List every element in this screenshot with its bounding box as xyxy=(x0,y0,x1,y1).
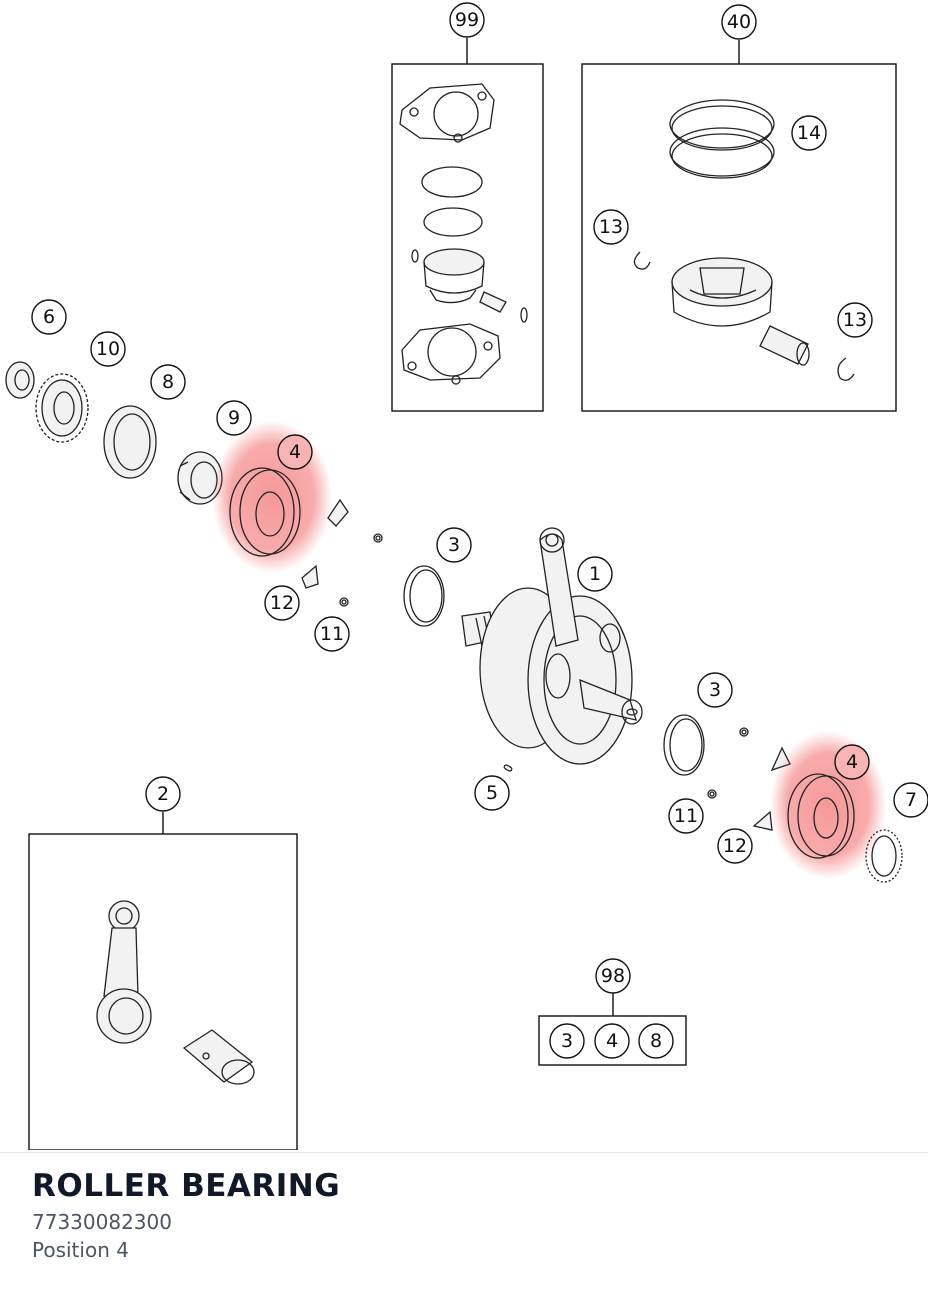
svg-text:1: 1 xyxy=(589,563,601,585)
part-position: Position 4 xyxy=(32,1238,129,1262)
svg-text:11: 11 xyxy=(674,805,698,827)
circlip-right xyxy=(837,357,855,381)
part-title: ROLLER BEARING xyxy=(32,1168,341,1204)
callout-8[interactable]: 8 xyxy=(150,364,186,400)
small-piston-pin xyxy=(479,291,507,313)
svg-text:7: 7 xyxy=(905,789,917,811)
callout-12-right[interactable]: 12 xyxy=(717,828,753,864)
connecting-rod xyxy=(96,900,152,1044)
callout-3-left[interactable]: 3 xyxy=(436,527,472,563)
collar-6 xyxy=(5,361,35,399)
callout-4-right[interactable]: 4 xyxy=(834,744,870,780)
crankshaft-1[interactable] xyxy=(461,527,643,765)
part-info-panel: ROLLER BEARING 77330082300 Position 4 xyxy=(32,1166,892,1264)
callout-11-left[interactable]: 11 xyxy=(314,616,350,652)
kit-98-group xyxy=(538,993,687,1066)
kit-99-box xyxy=(391,63,544,412)
screw-upper-left xyxy=(373,533,383,543)
callout-12-left[interactable]: 12 xyxy=(264,585,300,621)
svg-text:5: 5 xyxy=(486,782,498,804)
callout-40[interactable]: 40 xyxy=(721,4,757,40)
kit-98-item-3[interactable]: 3 xyxy=(549,1023,585,1059)
small-piston xyxy=(423,248,485,304)
head-gasket xyxy=(399,83,495,143)
thrust-washer-3-right xyxy=(663,714,705,776)
svg-text:3: 3 xyxy=(709,679,721,701)
needle-bearing-7 xyxy=(865,829,903,883)
svg-text:14: 14 xyxy=(797,122,821,144)
large-piston xyxy=(671,257,773,327)
kit-40-box xyxy=(581,63,897,412)
svg-text:4: 4 xyxy=(846,751,858,773)
svg-text:2: 2 xyxy=(157,783,169,805)
callout-2[interactable]: 2 xyxy=(145,776,181,812)
svg-text:13: 13 xyxy=(843,309,867,331)
callout-99[interactable]: 99 xyxy=(449,2,485,38)
conrod-2-box xyxy=(28,833,298,1150)
roller-bearing-4-right[interactable] xyxy=(787,773,855,859)
callout-9[interactable]: 9 xyxy=(216,400,252,436)
svg-text:10: 10 xyxy=(96,338,120,360)
callout-7[interactable]: 7 xyxy=(893,782,928,818)
svg-text:99: 99 xyxy=(455,9,479,31)
piston-ring-upper xyxy=(421,166,483,198)
kit-98-item-4[interactable]: 4 xyxy=(594,1023,630,1059)
circlip-left xyxy=(633,251,651,270)
crank-key-5 xyxy=(503,764,513,772)
shim-lower-right xyxy=(752,810,773,831)
callout-13-right[interactable]: 13 xyxy=(837,302,873,338)
screw-lower-left xyxy=(339,597,349,607)
seal-8 xyxy=(103,405,157,479)
svg-text:8: 8 xyxy=(650,1030,662,1052)
callout-3-right[interactable]: 3 xyxy=(697,672,733,708)
svg-text:12: 12 xyxy=(270,592,294,614)
kit-98-item-8[interactable]: 8 xyxy=(638,1023,674,1059)
exploded-parts-diagram: 99 40 14 13 13 xyxy=(5,2,928,1150)
shim-upper-left xyxy=(327,498,349,527)
large-piston-pin xyxy=(759,325,810,366)
screw-upper-right xyxy=(739,727,749,737)
roller-bearing-4-left[interactable] xyxy=(229,467,301,557)
svg-text:9: 9 xyxy=(228,407,240,429)
callout-4-left[interactable]: 4 xyxy=(277,434,313,470)
callout-11-right[interactable]: 11 xyxy=(668,798,704,834)
svg-text:11: 11 xyxy=(320,623,344,645)
thrust-washer-3-left xyxy=(403,565,445,627)
svg-text:8: 8 xyxy=(162,371,174,393)
svg-text:4: 4 xyxy=(289,441,301,463)
svg-text:4: 4 xyxy=(606,1030,618,1052)
highlight-bearing-left xyxy=(212,421,332,573)
callout-1[interactable]: 1 xyxy=(577,556,613,592)
base-gasket xyxy=(401,323,501,385)
info-divider xyxy=(0,1152,928,1153)
svg-text:3: 3 xyxy=(448,534,460,556)
callout-14[interactable]: 14 xyxy=(791,115,827,151)
svg-text:6: 6 xyxy=(43,306,55,328)
ring-upper xyxy=(669,99,775,149)
callout-98[interactable]: 98 xyxy=(595,958,631,994)
svg-text:12: 12 xyxy=(723,835,747,857)
conrod-2-group xyxy=(28,812,298,1150)
svg-text:3: 3 xyxy=(561,1030,573,1052)
callout-6[interactable]: 6 xyxy=(31,299,67,335)
piston-ring-lower xyxy=(423,207,483,237)
shim-lower-left xyxy=(301,564,319,589)
screw-lower-right xyxy=(707,789,717,799)
callout-13-left[interactable]: 13 xyxy=(593,209,629,245)
svg-text:98: 98 xyxy=(601,965,625,987)
highlight-bearing-right xyxy=(770,731,886,879)
kit-98-box xyxy=(538,1015,687,1066)
callout-10[interactable]: 10 xyxy=(90,331,126,367)
gear-10 xyxy=(35,373,89,443)
svg-text:13: 13 xyxy=(599,216,623,238)
svg-text:40: 40 xyxy=(727,11,751,33)
ring-lower xyxy=(669,127,775,177)
part-number: 77330082300 xyxy=(32,1210,172,1234)
kit-99-group xyxy=(391,38,544,412)
callout-5[interactable]: 5 xyxy=(474,775,510,811)
crank-pin xyxy=(182,1029,255,1085)
kit-40-group xyxy=(581,40,897,412)
